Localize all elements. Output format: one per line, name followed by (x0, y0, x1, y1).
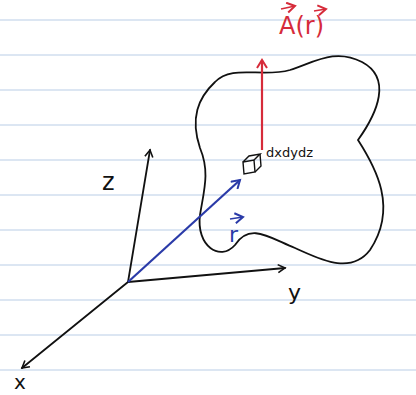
vector-overarrow (230, 217, 243, 219)
field-label: A(r) (279, 14, 324, 38)
axis-label: y (288, 282, 301, 304)
volume-outline (196, 56, 384, 263)
vector-overarrow (281, 6, 295, 9)
axis-label: z (102, 170, 115, 194)
volume-element-cube (243, 154, 261, 174)
position-vector (128, 180, 240, 282)
axis-label: x (14, 372, 26, 392)
coordinate-axes (22, 150, 285, 368)
vector-overarrow (314, 9, 326, 11)
volume-element-label: dxdydz (266, 146, 313, 159)
field-vector (261, 60, 263, 150)
ruled-lines (0, 20, 416, 370)
position-label: r (229, 224, 238, 246)
